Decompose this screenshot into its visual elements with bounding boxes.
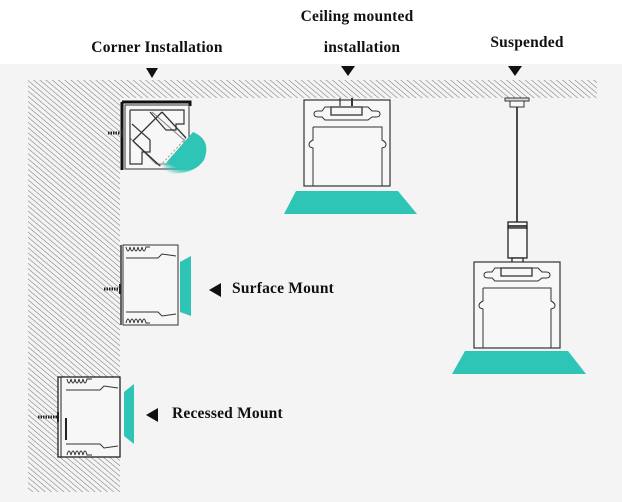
- pointer-down-icon: [508, 66, 522, 76]
- recessed-light-beam: [124, 384, 134, 444]
- label-ceiling-mounted-line2: installation: [323, 39, 401, 56]
- pointer-left-icon: [146, 408, 158, 422]
- label-recessed-mount: Recessed Mount: [172, 405, 283, 422]
- suspended-profile: [473, 261, 561, 349]
- label-surface-mount: Surface Mount: [232, 280, 335, 297]
- ceiling-light-beam: [284, 191, 417, 214]
- corner-light-beam: [158, 132, 207, 174]
- suspended-hanger: [504, 97, 530, 269]
- surface-profile: [120, 244, 179, 326]
- pointer-left-icon: [209, 283, 221, 297]
- screw-icon: [108, 129, 123, 137]
- ceiling-hatch: [28, 80, 597, 98]
- label-suspended: Suspended: [490, 34, 564, 51]
- screw-icon: [38, 412, 59, 422]
- screw-icon: [104, 284, 121, 294]
- label-ceiling-mounted-line1: Ceiling mounted: [300, 8, 414, 25]
- header-band: [0, 0, 622, 64]
- surface-light-beam: [180, 256, 191, 316]
- ceiling-profile: [303, 98, 391, 187]
- recessed-profile: [57, 376, 121, 458]
- pointer-down-icon: [146, 68, 158, 78]
- suspended-light-beam: [452, 351, 586, 374]
- label-corner-installation: Corner Installation: [91, 39, 223, 56]
- pointer-down-icon: [341, 66, 355, 76]
